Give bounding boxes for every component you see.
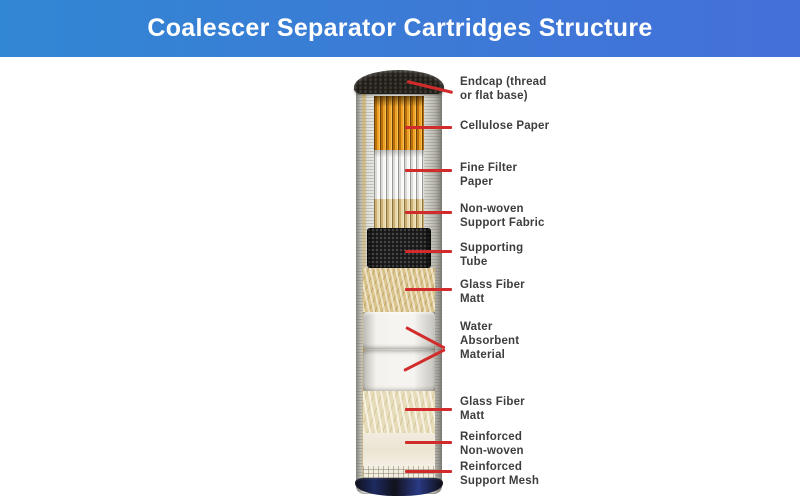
water-absorbent-band-2 [363,350,435,391]
connector-reinforced-non-woven [405,441,452,444]
bottom-endcap [355,478,443,496]
label-supporting-tube: Supporting Tube [460,242,524,268]
connector-glass-fiber-matt-lower [405,408,452,411]
glass-fiber-matt-lower-layer [363,391,435,433]
label-endcap: Endcap (thread or flat base) [460,76,547,102]
label-glass-fiber-matt: Glass Fiber Matt [460,279,525,305]
connector-glass-fiber-matt [405,288,452,291]
label-cellulose-paper: Cellulose Paper [460,120,550,132]
reinforced-non-woven-layer [363,433,435,466]
connector-supporting-tube [405,250,452,253]
label-reinforced-support-mesh: Reinforced Support Mesh [460,461,540,487]
top-endcap [354,70,444,94]
cellulose-paper-layer [374,96,424,150]
label-glass-fiber-matt-lower: Glass Fiber Matt [460,396,525,422]
water-absorbent-band-1 [363,312,435,349]
page-title: Coalescer Separator Cartridges Structure [147,14,653,42]
label-non-woven-support-fabric: Non-woven Support Fabric [460,203,545,229]
label-reinforced-non-woven: Reinforced Non-woven [460,431,524,457]
cutaway-lower [363,268,435,480]
connector-cellulose-paper [405,126,452,129]
header-banner: Coalescer Separator Cartridges Structure [0,0,800,57]
label-fine-filter-paper: Fine Filter Paper [460,162,518,188]
diagram-area: Endcap (thread or flat base) Cellulose P… [0,57,800,500]
cartridge-illustration [354,70,444,496]
reinforced-support-mesh-layer [363,466,435,480]
cutaway-upper [374,96,424,228]
connector-fine-filter-paper [405,169,452,172]
connector-reinforced-support-mesh [405,470,452,473]
supporting-tube-layer [367,228,431,268]
connector-non-woven-support-fabric [405,211,452,214]
fine-filter-paper-layer [374,150,424,199]
label-water-absorbent-material: Water Absorbent Material [460,321,520,361]
